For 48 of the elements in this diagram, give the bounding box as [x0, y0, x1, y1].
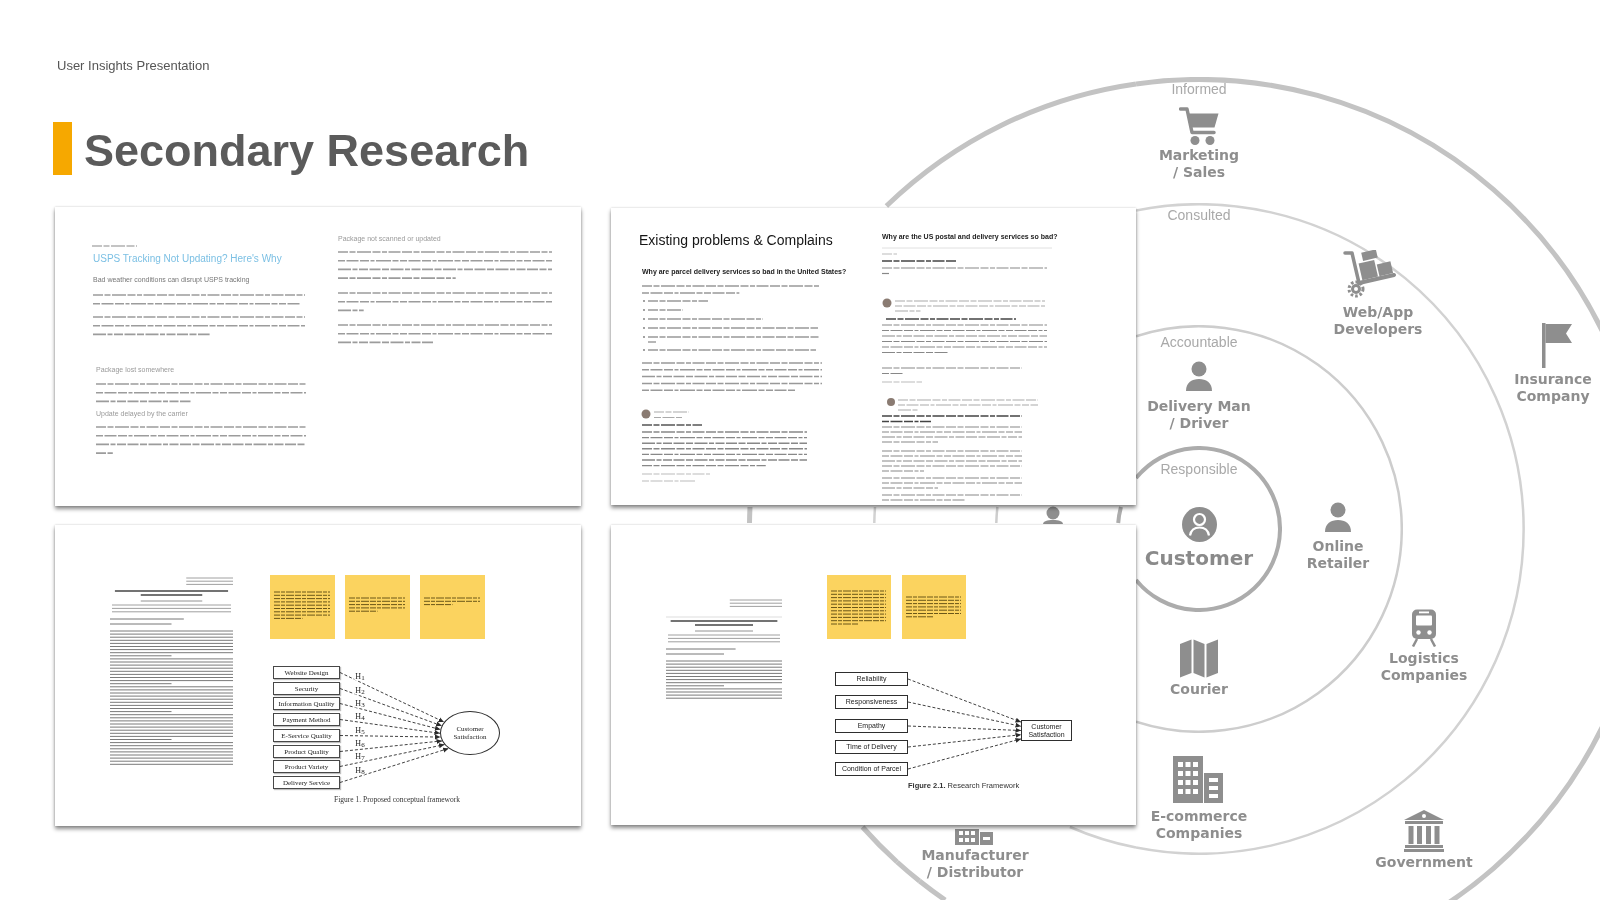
- edge-label: H$_{8}$: [354, 765, 366, 775]
- document-screenshot: [611, 208, 1136, 505]
- stakeholder-label: Online Retailer: [1305, 538, 1371, 572]
- document-screenshot: [55, 525, 581, 826]
- page-heading: Existing problems & Complains: [639, 232, 833, 248]
- edge-label: H$_{3}$: [354, 698, 366, 708]
- stakeholder-label: Marketing / Sales: [1157, 147, 1241, 181]
- factor-box: [835, 695, 908, 709]
- ring-label: Accountable: [1159, 334, 1239, 350]
- header-text: User Insights Presentation: [57, 58, 210, 73]
- factor-box: [273, 697, 340, 710]
- stakeholder-ring: [1136, 446, 1282, 612]
- stakeholder-label: E-commerce Companies: [1149, 808, 1249, 842]
- ring-label: Informed: [1170, 81, 1228, 97]
- outcome-ellipse: [440, 711, 500, 755]
- factor-box: [273, 713, 340, 726]
- edge-label: H$_{2}$: [354, 685, 366, 695]
- factor-box: [835, 740, 908, 754]
- ring-label: Responsible: [1159, 461, 1239, 477]
- edge-label: H$_{6}$: [354, 738, 366, 748]
- factor-box: [835, 672, 908, 686]
- factor-box: [273, 776, 340, 789]
- stakeholder-label: Manufacturer / Distributor: [921, 847, 1029, 881]
- ring-label: Consulted: [1166, 207, 1232, 223]
- factor-box: [273, 745, 340, 758]
- factor-box: [273, 666, 340, 679]
- edge-label: H$_{7}$: [354, 751, 366, 761]
- edge-label: H$_{5}$: [354, 725, 366, 735]
- stakeholder-label: Government: [1374, 854, 1474, 871]
- document-screenshot: [55, 207, 581, 506]
- stakeholder-label: Delivery Man / Driver: [1146, 398, 1252, 432]
- stakeholder-ring: [1136, 77, 1600, 900]
- factor-box: [273, 760, 340, 773]
- factor-box: [835, 719, 908, 733]
- stakeholder-label: Customer: [1143, 546, 1255, 570]
- edge-label: H$_{1}$: [354, 671, 366, 681]
- edge-label: H$_{4}$: [354, 711, 366, 721]
- factor-box: [273, 729, 340, 742]
- outcome-box: [1021, 720, 1072, 741]
- document-screenshot: [611, 525, 1136, 825]
- factor-box: [273, 682, 340, 695]
- article-title: USPS Tracking Not Updating? Here's Why: [93, 253, 282, 265]
- stakeholder-label: Logistics Companies: [1379, 650, 1469, 684]
- slide-title: Secondary Research: [84, 128, 530, 173]
- factor-box: [835, 762, 908, 776]
- stakeholder-label: Web/App Developers: [1332, 304, 1424, 338]
- stakeholder-label: Insurance Company: [1513, 371, 1593, 405]
- stakeholder-label: Courier: [1169, 681, 1229, 698]
